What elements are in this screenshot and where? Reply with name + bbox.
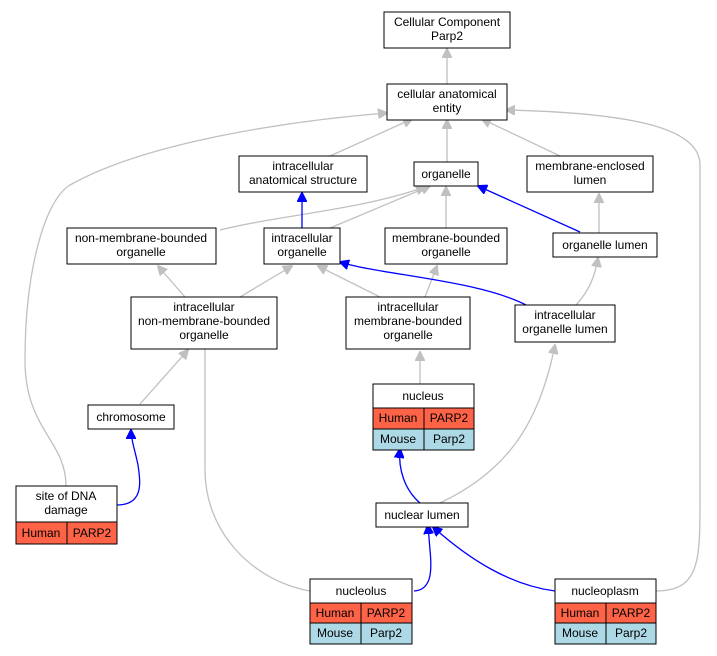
edge-nmbo-to-organelle (219, 187, 425, 231)
gene-label: Parp2 (615, 626, 647, 640)
node-cellular-component[interactable]: Cellular Component Parp2 (383, 11, 511, 49)
node-chromosome[interactable]: chromosome (87, 404, 175, 430)
node-intracellular-anatomical-structure[interactable]: intracellular anatomical structure (238, 155, 368, 193)
node-label: intracellular (271, 231, 332, 245)
node-label: entity (433, 101, 462, 115)
species-label: Human (22, 526, 61, 540)
node-nucleolus[interactable]: nucleolus Human PARP2 Mouse Parp2 (309, 578, 413, 645)
node-label: intracellular (534, 308, 595, 322)
edge-iol-to-ol (575, 258, 598, 306)
node-label: Cellular Component (394, 15, 501, 29)
edge-inmbo-to-io (239, 266, 292, 298)
edge-sdd-to-cae (24, 113, 387, 487)
gene-cell-mouse (360, 622, 413, 645)
edge-chromosome-to-inmbo (139, 350, 188, 405)
node-label: organelle (421, 245, 471, 259)
node-label: nuclear lumen (384, 508, 459, 522)
node-cellular-anatomical-entity[interactable]: cellular anatomical entity (386, 83, 508, 121)
node-label: organelle (116, 245, 166, 259)
gene-label: Parp2 (370, 626, 402, 640)
node-label: damage (44, 503, 88, 517)
species-label: Mouse (317, 626, 353, 640)
gene-label: PARP2 (73, 526, 112, 540)
edge-imbo-to-mbo (424, 266, 437, 298)
edge-iol-to-io (340, 262, 529, 307)
gene-label: PARP2 (430, 411, 469, 425)
edge-io-to-organelle (329, 186, 430, 229)
node-label: chromosome (96, 410, 166, 424)
species-label: Human (379, 411, 418, 425)
edge-inmbo-to-nmbo (158, 266, 186, 298)
node-label: membrane-bounded (354, 314, 462, 328)
edge-nl-to-nucleus (400, 449, 421, 504)
edge-mel-to-cae (482, 119, 561, 157)
node-label: site of DNA (36, 489, 97, 503)
edge-nucleoplasm-to-nl (433, 527, 556, 592)
node-nucleoplasm[interactable]: nucleoplasm Human PARP2 Mouse Parp2 (554, 578, 657, 645)
node-label: nucleoplasm (571, 584, 638, 598)
edge-imbo-to-io (318, 266, 381, 298)
node-label: nucleus (402, 389, 443, 403)
edges (24, 49, 701, 592)
edge-nucleolus-to-nl (413, 525, 431, 592)
gene-cell-mouse (605, 622, 657, 645)
node-nucleus[interactable]: nucleus Human PARP2 Mouse Parp2 (372, 383, 475, 451)
node-intracellular-non-membrane-bounded-organelle[interactable]: intracellular non-membrane-bounded organ… (130, 296, 278, 350)
edge-sdd-to-chromosome (116, 430, 141, 506)
gene-label: PARP2 (367, 606, 406, 620)
node-label: organelle (277, 245, 327, 259)
gene-cell-human (66, 521, 118, 545)
node-intracellular-organelle[interactable]: intracellular organelle (263, 227, 341, 265)
node-label: cellular anatomical (397, 87, 496, 101)
edge-ias-to-cae (329, 119, 412, 157)
node-label: anatomical structure (249, 173, 357, 187)
node-label: membrane-enclosed (535, 159, 644, 173)
node-label: intracellular (173, 300, 234, 314)
node-nuclear-lumen[interactable]: nuclear lumen (375, 502, 469, 528)
node-label: organelle (383, 328, 433, 342)
gene-cell-mouse (423, 428, 475, 451)
edge-nucleolus-to-inmbo (205, 324, 311, 592)
node-organelle[interactable]: organelle (413, 161, 479, 187)
species-label: Mouse (562, 626, 598, 640)
node-label: non-membrane-bounded (138, 314, 270, 328)
node-label: non-membrane-bounded (75, 231, 207, 245)
node-membrane-enclosed-lumen[interactable]: membrane-enclosed lumen (526, 155, 654, 193)
node-label: organelle (421, 167, 471, 181)
edge-nl-to-iol (439, 345, 555, 504)
node-membrane-bounded-organelle[interactable]: membrane-bounded organelle (384, 227, 508, 265)
node-label: organelle lumen (562, 238, 647, 252)
node-site-of-dna-damage[interactable]: site of DNA damage Human PARP2 (15, 485, 118, 545)
edge-ol-to-organelle (478, 186, 581, 233)
species-label: Mouse (380, 432, 416, 446)
node-intracellular-organelle-lumen[interactable]: intracellular organelle lumen (514, 304, 616, 343)
gene-label: Parp2 (433, 432, 465, 446)
node-label: lumen (574, 173, 607, 187)
species-label: Human (316, 606, 355, 620)
gene-label: PARP2 (612, 606, 651, 620)
node-non-membrane-bounded-organelle[interactable]: non-membrane-bounded organelle (66, 227, 217, 265)
node-organelle-lumen[interactable]: organelle lumen (552, 232, 658, 258)
node-label: organelle (179, 328, 229, 342)
node-label: intracellular (272, 159, 333, 173)
node-label: intracellular (377, 300, 438, 314)
node-label: Parp2 (431, 29, 463, 43)
node-intracellular-membrane-bounded-organelle[interactable]: intracellular membrane-bounded organelle (345, 296, 471, 350)
node-label: organelle lumen (522, 322, 607, 336)
node-label: membrane-bounded (392, 231, 500, 245)
species-label: Human (561, 606, 600, 620)
node-label: nucleolus (336, 584, 387, 598)
edge-nucleoplasm-to-cae (506, 110, 701, 592)
